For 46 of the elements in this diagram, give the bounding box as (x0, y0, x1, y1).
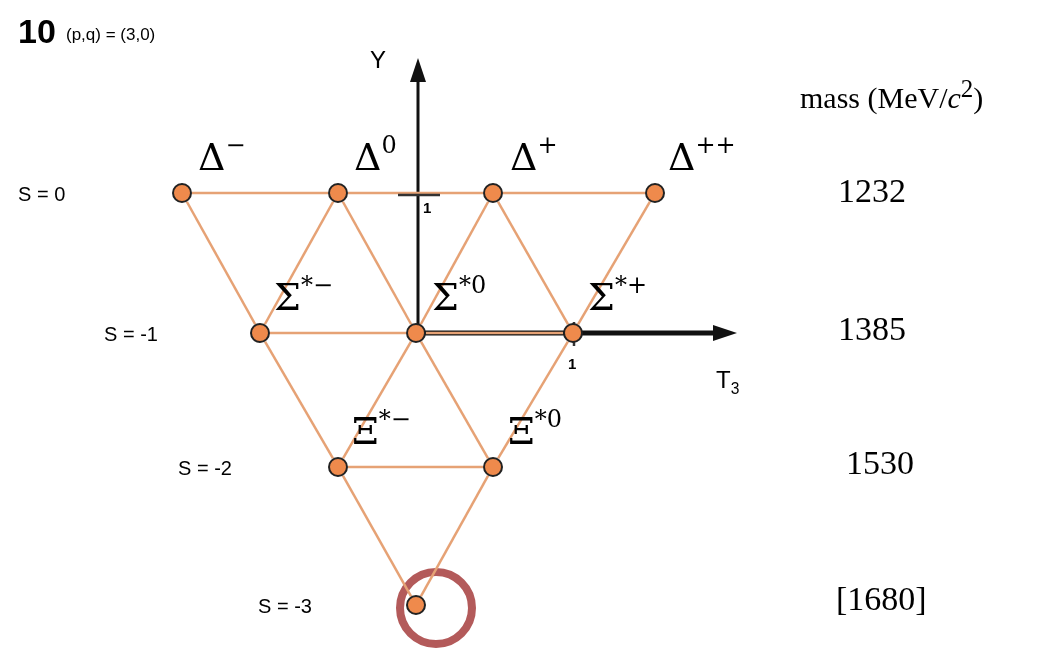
mass-value: 1530 (846, 446, 914, 480)
lattice-line (426, 331, 563, 335)
lattice-line (263, 341, 335, 459)
lattice-line (419, 201, 490, 325)
tick-label: 1 (568, 356, 577, 371)
mass-value: 1232 (838, 174, 906, 208)
column-heading: mass (MeV/c$^{2}$) (800, 76, 984, 113)
strangeness-label: S = -1 (104, 324, 158, 344)
lattice-line (496, 201, 570, 325)
particle-label: Δ$^{+}$ (510, 138, 558, 176)
strangeness-label: S = -3 (258, 596, 312, 616)
particle-dot (406, 323, 426, 343)
multiplet-number: 10 (18, 14, 56, 48)
lattice-line (270, 331, 406, 335)
lattice-line (419, 341, 490, 459)
lattice-line (497, 340, 569, 460)
lattice-line (341, 341, 413, 459)
tick-label: 1 (423, 200, 432, 215)
lattice-line (503, 191, 645, 195)
lattice-line (192, 191, 328, 195)
particle-dot (483, 457, 503, 477)
particle-dot (250, 323, 270, 343)
axis-label: T$_{3}$ (716, 368, 740, 397)
mass-value: 1385 (838, 312, 906, 346)
lattice-line (348, 191, 483, 195)
lattice-line (419, 475, 490, 597)
lattice-line (185, 201, 257, 325)
particle-dot (172, 183, 192, 203)
mass-value: [1680] (836, 582, 927, 616)
particle-dot (328, 183, 348, 203)
particle-dot (483, 183, 503, 203)
quantum-numbers: (p,q) = (3,0) (66, 26, 156, 43)
lattice-line (348, 465, 483, 469)
lattice-line (576, 201, 652, 325)
particle-dot (406, 595, 426, 615)
strangeness-label: S = 0 (18, 184, 66, 204)
axis-label: Y (370, 48, 386, 72)
particle-dot (328, 457, 348, 477)
strangeness-label: S = -2 (178, 458, 232, 478)
particle-label: Δ$^{++}$ (668, 138, 736, 176)
particle-dot (645, 183, 665, 203)
lattice-line (263, 201, 335, 325)
particle-label: Δ$^{−}$ (198, 138, 246, 176)
particle-dot (563, 323, 583, 343)
lattice-line (341, 475, 413, 597)
lattice-line (341, 201, 413, 325)
